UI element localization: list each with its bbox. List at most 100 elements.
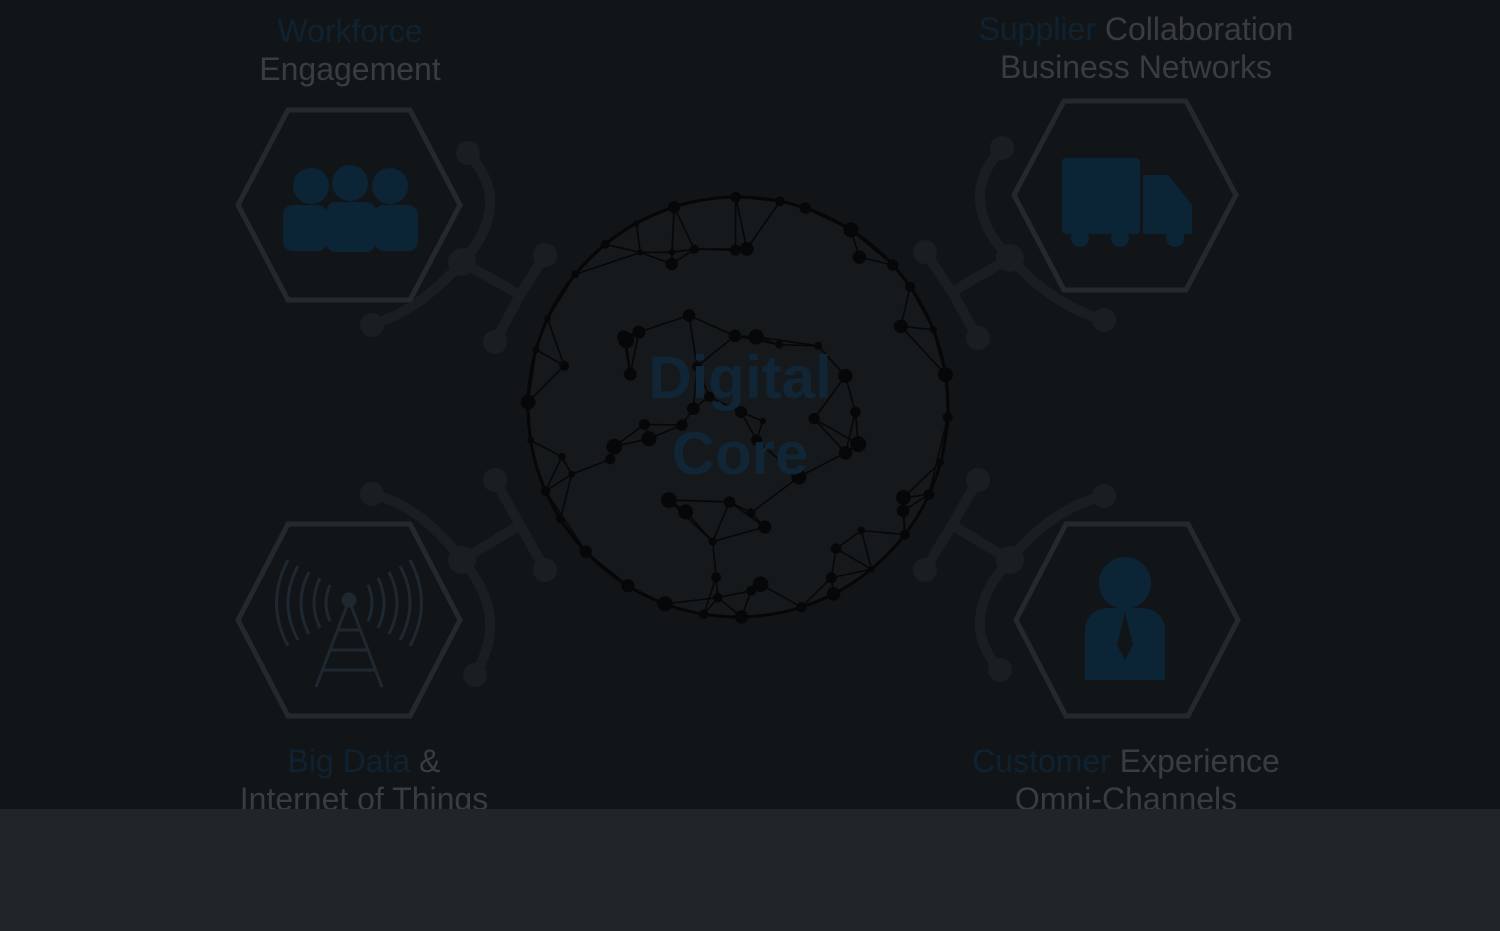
sphere-node bbox=[692, 361, 702, 372]
sphere-edge bbox=[844, 411, 857, 454]
sphere-node bbox=[734, 610, 749, 624]
sphere-node bbox=[838, 368, 853, 384]
label-supplier-accent: Supplier bbox=[978, 11, 1096, 47]
sphere-edge bbox=[559, 474, 573, 520]
core-line1: Digital bbox=[648, 344, 832, 411]
sphere-edge bbox=[900, 325, 947, 376]
sphere-edge bbox=[835, 547, 872, 570]
sphere-edge bbox=[756, 439, 800, 478]
sphere-node bbox=[711, 572, 722, 583]
sphere-node bbox=[641, 431, 657, 447]
network-sphere bbox=[520, 191, 953, 624]
sphere-node bbox=[899, 529, 910, 540]
sphere-node bbox=[699, 609, 709, 619]
sphere-edge bbox=[544, 490, 587, 553]
sphere-node bbox=[637, 249, 644, 256]
hexagon-supplier bbox=[1011, 98, 1239, 293]
sphere-edge bbox=[902, 461, 942, 499]
people-group-icon bbox=[283, 165, 418, 252]
sphere-edge bbox=[804, 207, 852, 231]
label-supplier-rest: Collaboration bbox=[1095, 11, 1294, 47]
sphere-node bbox=[923, 489, 935, 501]
sphere-node bbox=[623, 367, 637, 381]
sphere-node bbox=[758, 520, 772, 534]
sphere-node bbox=[632, 325, 646, 339]
sphere-node bbox=[735, 406, 748, 419]
sphere-edge bbox=[544, 456, 563, 492]
label-workforce-accent: Workforce bbox=[277, 13, 423, 49]
sphere-node bbox=[868, 566, 875, 573]
sphere-edge bbox=[544, 490, 562, 520]
sphere-node bbox=[746, 585, 757, 596]
sphere-node bbox=[748, 329, 764, 345]
sphere-node bbox=[556, 514, 565, 524]
digital-core-title: Digital Core bbox=[600, 340, 880, 492]
sphere-node bbox=[791, 469, 807, 485]
sphere-edge bbox=[644, 423, 682, 426]
sphere-node bbox=[942, 412, 953, 423]
label-customer-accent: Customer bbox=[972, 743, 1111, 779]
sphere-node bbox=[633, 220, 640, 227]
label-workforce: Workforce Engagement bbox=[200, 12, 500, 88]
sphere-edge bbox=[668, 499, 730, 503]
sphere-node bbox=[668, 248, 676, 256]
sphere-edge bbox=[638, 314, 690, 333]
sphere-edge bbox=[664, 596, 718, 605]
hexagon-workforce bbox=[235, 107, 463, 303]
sphere-node bbox=[896, 490, 911, 505]
sphere-node bbox=[532, 346, 540, 354]
sphere-node bbox=[825, 572, 837, 584]
sphere-node bbox=[728, 329, 742, 343]
sphere-edge bbox=[813, 418, 859, 445]
sphere-edge bbox=[711, 541, 717, 578]
sphere-node bbox=[746, 508, 756, 518]
sphere-edge bbox=[535, 348, 565, 367]
sphere-edge bbox=[813, 418, 847, 454]
digital-core-diagram: Workforce Engagement Supplier Collaborat… bbox=[200, 10, 1326, 817]
sphere-edge bbox=[703, 576, 717, 615]
sphere-node bbox=[850, 436, 867, 453]
sphere-edge bbox=[750, 476, 800, 514]
sphere-edge bbox=[673, 206, 696, 250]
truck-icon bbox=[1062, 158, 1192, 247]
sphere-edge bbox=[692, 366, 698, 409]
label-bigdata: Big Data & Internet of Things bbox=[214, 742, 514, 818]
sphere-node bbox=[527, 436, 535, 444]
sphere-edge bbox=[798, 452, 846, 478]
sphere-edge bbox=[671, 206, 675, 253]
sphere-edge bbox=[629, 331, 640, 375]
sphere-edge bbox=[694, 248, 736, 251]
label-bigdata-rest: & bbox=[410, 743, 441, 779]
sphere-node bbox=[665, 257, 678, 271]
sphere-edge bbox=[527, 365, 565, 403]
label-customer-rest: Experience bbox=[1110, 743, 1280, 779]
sphere-edge bbox=[605, 243, 641, 254]
sphere-node bbox=[838, 446, 853, 460]
sphere-node bbox=[689, 244, 699, 254]
sphere-node bbox=[559, 360, 570, 371]
sphere-edge bbox=[746, 200, 781, 250]
sphere-edge bbox=[909, 286, 934, 331]
sphere-edge bbox=[571, 458, 611, 476]
sphere-node bbox=[638, 418, 650, 430]
sphere-node bbox=[887, 259, 899, 271]
sphere-edge bbox=[831, 568, 872, 579]
sphere-node bbox=[708, 537, 717, 546]
sphere-node bbox=[937, 458, 945, 466]
sphere-edge bbox=[574, 243, 606, 275]
label-supplier: Supplier Collaboration Business Networks bbox=[946, 10, 1326, 86]
sphere-node bbox=[929, 326, 937, 334]
sphere-node bbox=[600, 239, 610, 249]
sphere-node bbox=[687, 402, 700, 415]
core-line2: Core bbox=[671, 420, 809, 487]
sphere-node bbox=[750, 434, 763, 446]
hexagon-customer bbox=[1013, 521, 1241, 719]
sphere-node bbox=[826, 587, 841, 601]
sphere-edge bbox=[712, 526, 765, 543]
sphere-edge bbox=[928, 461, 942, 495]
sphere-node bbox=[799, 202, 812, 214]
sphere-edge bbox=[545, 473, 573, 492]
sphere-edge bbox=[813, 375, 846, 420]
sphere-node bbox=[520, 394, 536, 410]
sphere-edge bbox=[635, 223, 642, 253]
